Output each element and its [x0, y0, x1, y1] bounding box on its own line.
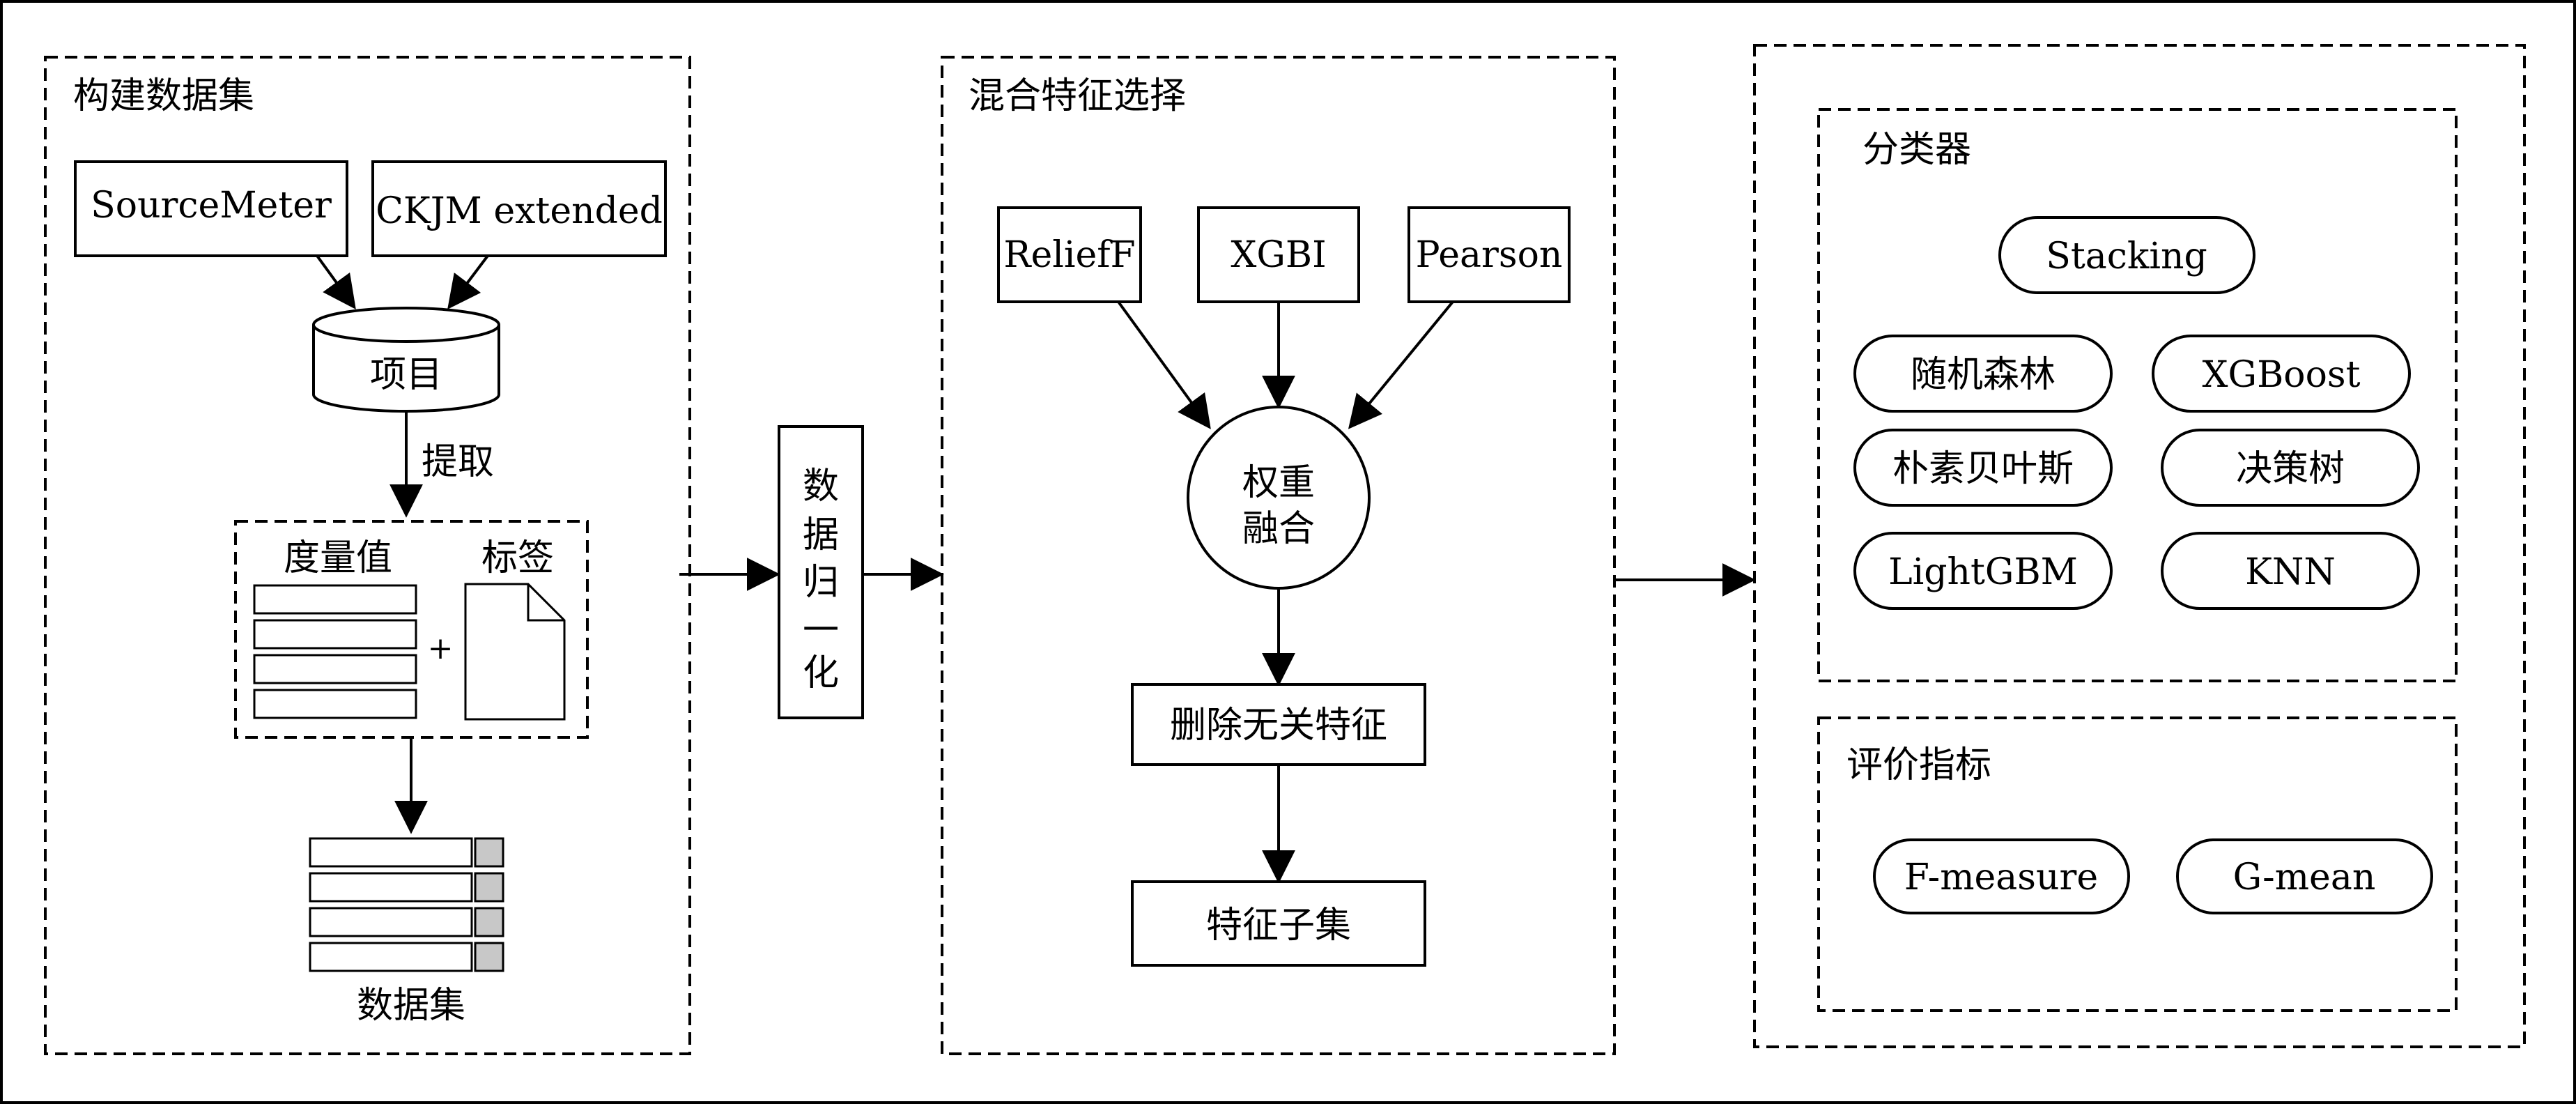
classifiers-box	[1817, 108, 2458, 682]
document-icon	[464, 583, 566, 721]
metrics-box	[1817, 716, 2458, 1012]
section-feature-selection-title: 混合特征选择	[969, 75, 1186, 117]
dataset-label: 数据集	[357, 985, 465, 1027]
tool-label-ckjm: CKJM extended	[376, 190, 663, 232]
section-models-frame	[1753, 44, 2526, 1048]
normalize-char: 化	[803, 652, 839, 694]
metrics-label: 度量值	[284, 537, 392, 579]
classifier-pill-xgboost	[2152, 335, 2411, 413]
classifier-pill-naive-bayes	[1853, 429, 2113, 507]
feature-subset-label: 特征子集	[1206, 905, 1351, 946]
classifier-pill-decision-tree	[2161, 429, 2420, 507]
project-label: 项目	[370, 354, 442, 396]
classifier-label-random-forest: 随机森林	[1911, 354, 2056, 396]
classifiers-title: 分类器	[1862, 129, 1971, 171]
metrics-table-icon	[253, 584, 417, 719]
arrow-ckjm-to-project	[447, 254, 489, 309]
normalize-box	[778, 425, 864, 719]
tool-box-sourcemeter	[74, 160, 348, 257]
tool-label-sourcemeter: SourceMeter	[91, 185, 332, 227]
method-label-relieff: ReliefF	[1003, 234, 1135, 276]
metrics-title: 评价指标	[1846, 744, 1991, 786]
plus-sign: +	[428, 631, 454, 666]
method-box-relieff	[997, 206, 1142, 303]
fusion-label-line1: 权重	[1242, 462, 1315, 504]
metric-pill-f-measure	[1873, 838, 2130, 914]
classifier-label-decision-tree: 决策树	[2236, 448, 2345, 490]
classifier-label-knn: KNN	[2245, 551, 2336, 593]
classifier-label-naive-bayes: 朴素贝叶斯	[1892, 448, 2074, 490]
classifier-pill-knn	[2161, 532, 2420, 610]
classifier-label-stacking: Stacking	[2046, 236, 2207, 277]
metric-label-f-measure: F-measure	[1904, 857, 2098, 898]
metric-label-g-mean: G-mean	[2233, 857, 2376, 898]
normalize-char: 数	[803, 466, 839, 507]
classifier-label-lightgbm: LightGBM	[1888, 551, 2078, 593]
tool-box-ckjm	[371, 160, 667, 257]
normalize-char: 据	[803, 514, 839, 556]
section-feature-selection: 混合特征选择 ReliefF XGBI Pearson 权重 融合 删除无关特征…	[941, 56, 1616, 1055]
classifier-label-xgboost: XGBoost	[2203, 354, 2361, 396]
arrow-relieff-to-fusion	[1117, 300, 1211, 429]
feature-subset-box	[1131, 880, 1426, 967]
method-box-xgbi	[1197, 206, 1360, 303]
section-build-dataset: 构建数据集 SourceMeter CKJM extended 项目 提取 度量…	[44, 56, 691, 1055]
dataset-table-icon	[309, 837, 504, 972]
remove-features-box	[1131, 683, 1426, 766]
normalize-char: 归	[803, 562, 839, 604]
classifier-pill-lightgbm	[1853, 532, 2113, 610]
classifier-pill-stacking	[1998, 216, 2255, 294]
method-label-xgbi: XGBI	[1231, 234, 1326, 276]
project-database-icon	[312, 307, 500, 413]
fusion-label-line2: 融合	[1242, 508, 1315, 550]
arrow-pearson-to-fusion	[1348, 300, 1454, 429]
classifier-pill-random-forest	[1853, 335, 2113, 413]
method-label-pearson: Pearson	[1416, 234, 1563, 276]
normalize-char: 一	[803, 610, 839, 652]
labels-label: 标签	[481, 537, 554, 579]
extract-label: 提取	[422, 441, 494, 483]
section-feature-selection-frame	[941, 56, 1616, 1055]
section-build-dataset-frame	[44, 56, 691, 1055]
normalize-text: 数 据 归 一 化	[803, 466, 839, 694]
section-models: 分类器 Stacking 随机森林 XGBoost 朴素贝叶斯 决策树 Ligh…	[1753, 44, 2526, 1048]
metric-pill-g-mean	[2176, 838, 2433, 914]
section-build-dataset-title: 构建数据集	[73, 75, 254, 117]
method-box-pearson	[1407, 206, 1571, 303]
arrow-sourcemeter-to-project	[316, 254, 356, 309]
remove-features-label: 删除无关特征	[1170, 705, 1387, 746]
